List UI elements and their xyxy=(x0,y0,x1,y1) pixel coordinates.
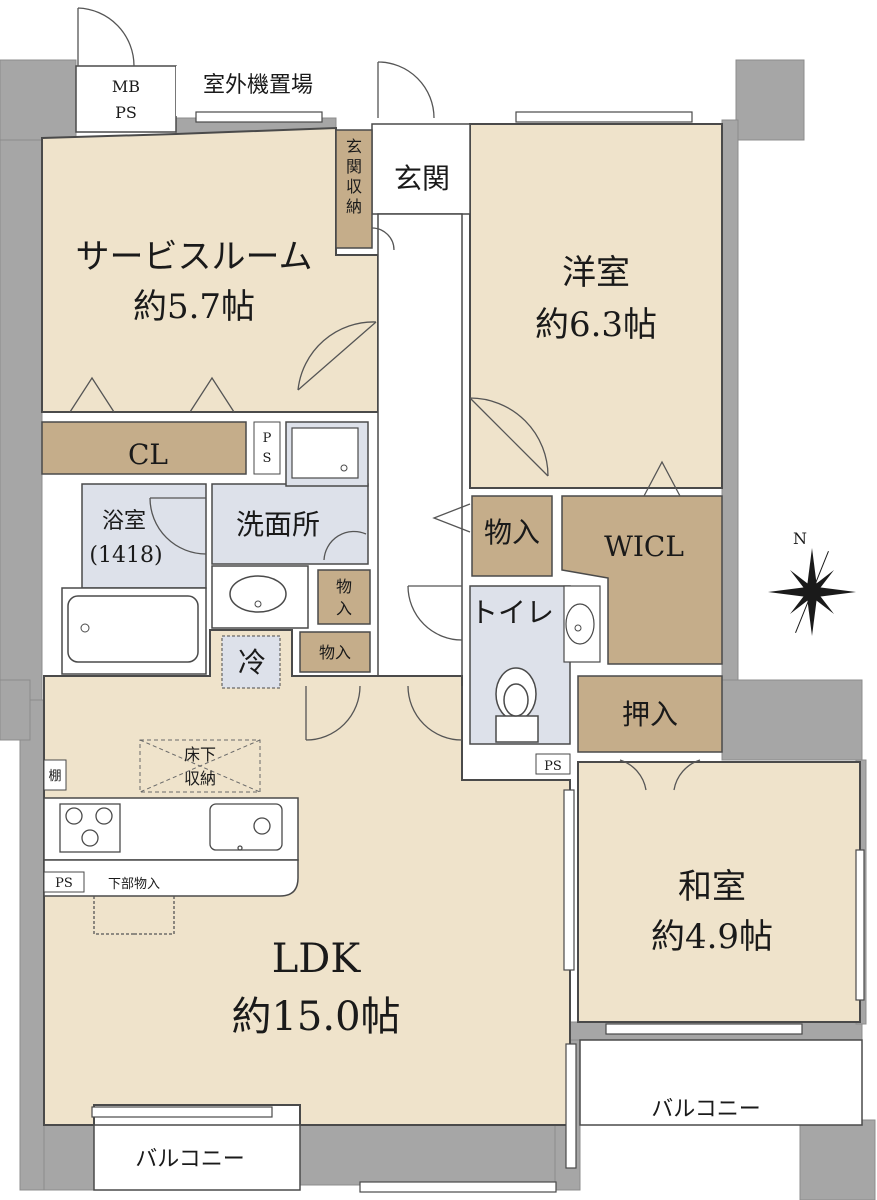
doors xyxy=(69,7,701,935)
ps-top-label: PS xyxy=(115,103,137,122)
entrance-storage-label-4: 納 xyxy=(346,197,362,216)
toilet-label: トイレ xyxy=(470,596,554,629)
lower-storage-label: 下部物入 xyxy=(108,877,160,892)
bath-drain xyxy=(80,623,90,633)
closet-oshiire xyxy=(577,675,723,753)
ps-box-vertical xyxy=(253,421,281,475)
stove-icon xyxy=(59,803,121,853)
mb-ps-box xyxy=(75,65,177,133)
outdoor-unit-area xyxy=(176,66,336,116)
western-room-size: 約6.3帖 xyxy=(535,305,657,345)
ps-vertical-label-1: P xyxy=(263,431,272,446)
balcony-bottom xyxy=(93,1124,301,1191)
ps-toilet-label: PS xyxy=(544,759,562,774)
bathroom-label: 浴室 xyxy=(102,509,146,534)
ldk-size: 約15.0帖 xyxy=(231,994,400,1040)
bathroom-size-label: (1418) xyxy=(89,543,162,568)
wicl-label: WICL xyxy=(604,530,684,563)
fridge-side-storage-label: 物入 xyxy=(319,643,351,662)
windows xyxy=(91,111,865,1193)
exterior-walls xyxy=(0,59,876,1200)
cl-closet xyxy=(41,421,247,475)
service-room-label: サービスルーム xyxy=(76,237,313,277)
kitchen-ps-label: PS xyxy=(55,876,73,891)
entrance-storage-label-1: 玄 xyxy=(346,137,362,156)
entrance-storage-label-3: 収 xyxy=(346,177,362,196)
service-room-size: 約5.7帖 xyxy=(133,287,255,327)
ps-vertical-label-2: S xyxy=(263,451,272,466)
fridge-side-storage xyxy=(299,631,371,673)
wash-storage xyxy=(317,569,371,625)
kitchen-counter xyxy=(43,797,299,861)
service-room xyxy=(41,126,379,413)
underfloor-label-1: 床下 xyxy=(184,745,216,764)
wash-storage-label-1: 物 xyxy=(336,577,352,596)
closet-label: 押入 xyxy=(622,698,678,731)
hall-storage xyxy=(471,495,553,577)
balcony-bottom-label: バルコニー xyxy=(135,1147,245,1172)
bath-tub xyxy=(67,595,199,663)
underfloor-storage xyxy=(139,739,261,793)
hallway xyxy=(377,213,463,677)
shelf-label: 棚 xyxy=(48,769,61,784)
toilet-bowl-icon xyxy=(495,667,539,743)
hall-storage-label: 物入 xyxy=(484,516,540,549)
fridge-label: 冷 xyxy=(238,646,266,679)
shelf xyxy=(43,759,67,791)
washing-machine-pan xyxy=(291,427,359,479)
washbasin xyxy=(229,575,287,613)
mb-label: MB xyxy=(112,77,140,96)
washroom-label: 洗面所 xyxy=(236,508,320,541)
wash-storage-label-2: 入 xyxy=(336,599,352,618)
entrance xyxy=(371,123,471,215)
kitchen-sink-icon xyxy=(209,803,283,851)
entrance-label: 玄関 xyxy=(394,162,450,195)
toilet-sink-drain xyxy=(574,624,582,632)
toilet-sink xyxy=(565,603,595,645)
wicl xyxy=(561,495,723,665)
western-room xyxy=(469,123,723,489)
balcony-right-label: バルコニー xyxy=(651,1097,761,1122)
underfloor-label-2: 収納 xyxy=(184,769,216,788)
kitchen-counter-corner xyxy=(43,859,299,897)
ldk-label: LDK xyxy=(272,936,362,982)
basin-drain xyxy=(254,600,262,608)
bathroom xyxy=(81,483,207,589)
compass-icon xyxy=(768,548,856,636)
fridge-space xyxy=(221,635,281,689)
entrance-storage-label-2: 関 xyxy=(346,157,362,176)
entrance-storage xyxy=(335,129,373,249)
outdoor-unit-label: 室外機置場 xyxy=(203,73,313,98)
western-room-label: 洋室 xyxy=(562,253,630,293)
ps-box-toilet xyxy=(535,753,571,775)
cl-label: CL xyxy=(128,438,168,471)
washroom xyxy=(211,483,369,565)
kitchen-ps xyxy=(43,871,85,893)
compass-n-label: N xyxy=(793,529,807,548)
japanese-room-size: 約4.9帖 xyxy=(651,917,773,957)
japanese-room-label: 和室 xyxy=(678,867,746,907)
wm-drain xyxy=(340,464,348,472)
balcony-right xyxy=(579,1039,863,1126)
